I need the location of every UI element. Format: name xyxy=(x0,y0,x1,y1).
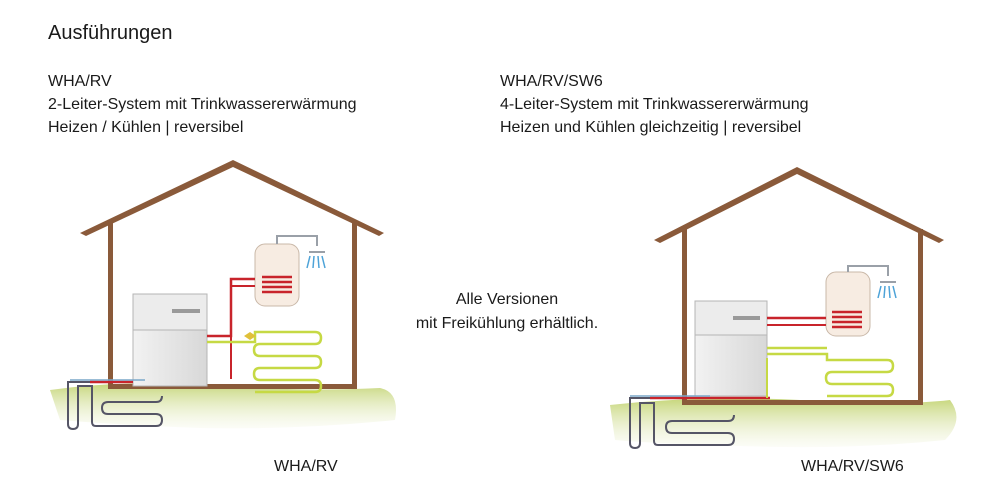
free-cooling-note: Alle Versionen mit Freikühlung erhältlic… xyxy=(382,288,632,336)
house-left-caption: WHA/RV xyxy=(274,458,338,475)
variant-right-description: WHA/RV/SW6 4-Leiter-System mit Trinkwass… xyxy=(500,70,809,139)
heat-pump-unit-left xyxy=(132,293,208,387)
ground-left xyxy=(50,383,396,429)
variant-right-mode: Heizen und Kühlen gleichzeitig | reversi… xyxy=(500,119,802,136)
floor-left xyxy=(108,384,357,389)
house-right xyxy=(610,167,957,450)
variant-right-system: 4-Leiter-System mit Trinkwassererwärmung xyxy=(500,96,809,113)
variant-right-name: WHA/RV/SW6 xyxy=(500,73,603,90)
heat-pump-unit-right xyxy=(694,300,768,397)
variant-left-system: 2-Leiter-System mit Trinkwassererwärmung xyxy=(48,96,357,113)
shower-icon-right xyxy=(877,281,897,299)
ground-collector-left xyxy=(67,381,164,431)
floor-heating-left xyxy=(207,330,323,394)
variant-left-description: WHA/RV 2-Leiter-System mit Trinkwasserer… xyxy=(48,70,357,139)
boiler-left xyxy=(254,235,326,307)
ground-collector-right xyxy=(629,397,736,450)
ground-right xyxy=(610,398,957,448)
house-left xyxy=(50,160,396,431)
wall-left-a xyxy=(108,222,113,388)
free-cooling-note-line1: Alle Versionen xyxy=(455,291,559,308)
variant-left-name: WHA/RV xyxy=(48,73,112,90)
roof-right xyxy=(654,167,944,243)
house-right-caption: WHA/RV/SW6 xyxy=(801,458,904,475)
boiler-right xyxy=(825,265,897,337)
page-title: Ausführungen xyxy=(48,22,173,44)
valve-left xyxy=(244,332,256,340)
wall-right-a xyxy=(682,229,687,405)
floor-right xyxy=(682,400,923,405)
roof-left xyxy=(80,160,384,236)
wall-right-b xyxy=(918,229,923,405)
wall-left-b xyxy=(352,222,357,388)
floor-heating-right xyxy=(767,346,895,398)
free-cooling-note-line2: mit Freikühlung erhältlich. xyxy=(415,315,599,332)
shower-icon-left xyxy=(306,251,326,269)
variant-left-mode: Heizen / Kühlen | reversibel xyxy=(48,119,244,136)
